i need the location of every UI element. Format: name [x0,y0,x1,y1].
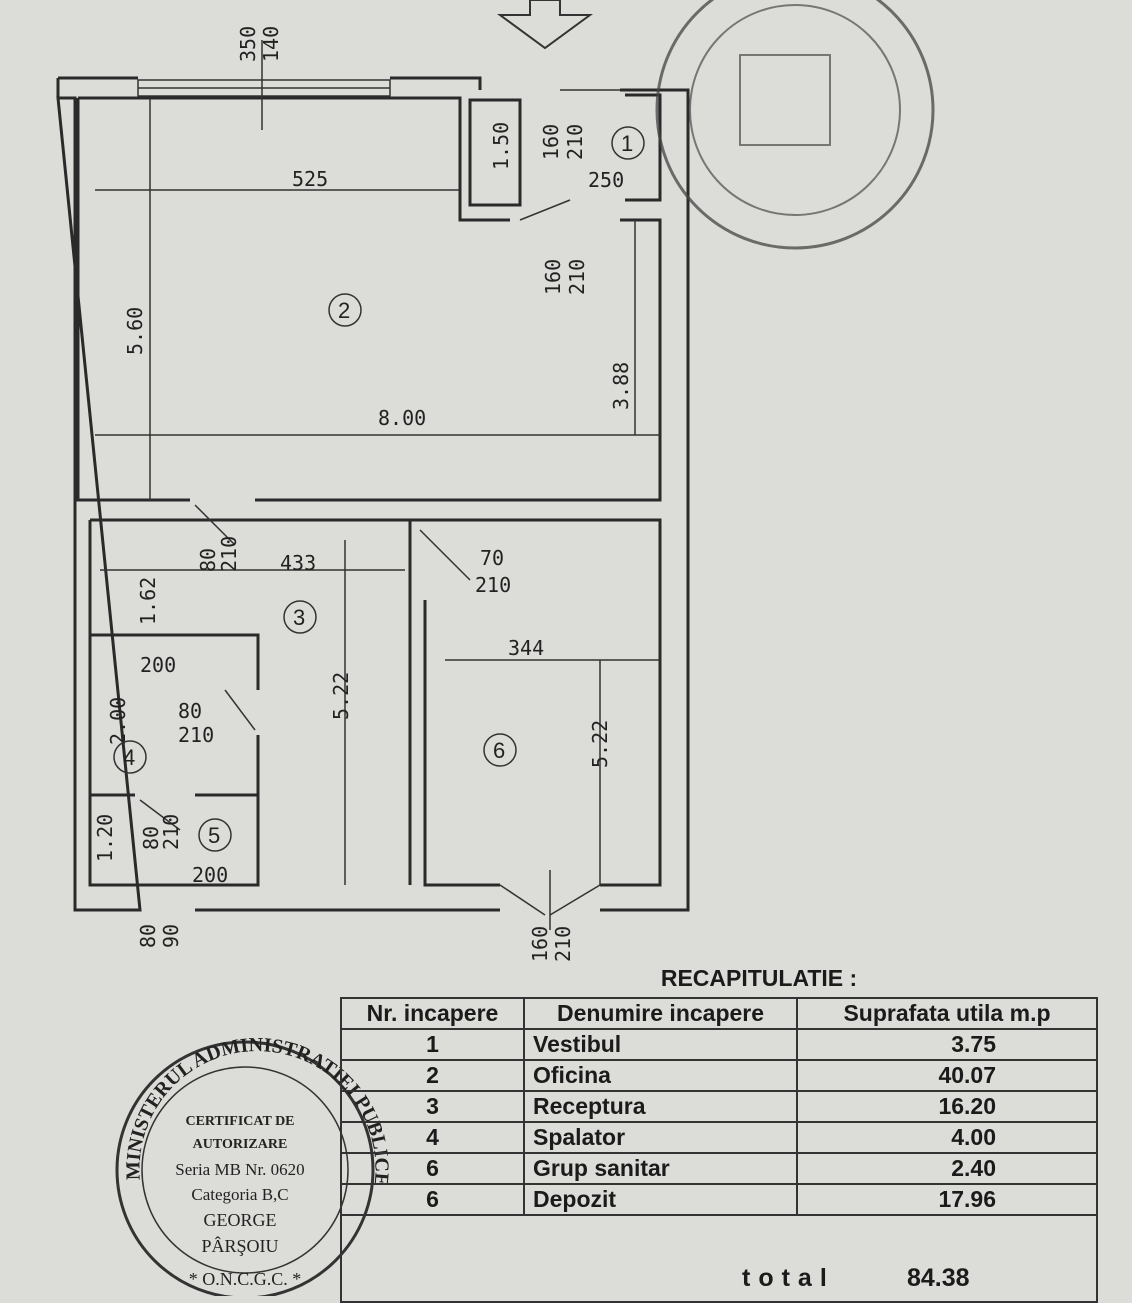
walls [56,40,690,930]
total-row: total 84.38 [340,1216,1098,1303]
row-name: Depozit [523,1183,798,1216]
room-number-3: 3 [293,605,305,630]
header-name: Denumire incapere [523,997,798,1030]
dim-door6-h: 210 [475,573,511,597]
total-label: total [742,1264,835,1292]
row-nr: 6 [340,1183,525,1216]
dim-door4-w: 80 [178,699,202,723]
dim-door3-w: 80 [196,548,220,572]
row-name: Grup sanitar [523,1152,798,1185]
dim-door4-h: 210 [178,723,214,747]
row-nr: 4 [340,1121,525,1154]
dim-room2-right: 3.88 [609,362,633,410]
dimension-labels: 350 140 525 1.50 160 210 250 160 210 5.6… [93,26,633,962]
row-area: 2.40 [796,1152,1098,1185]
room-markers: 1 2 3 4 5 6 [113,126,645,852]
room-number-4: 4 [123,745,135,770]
dim-window-bottom-w: 80 [136,924,160,948]
header-area: Suprafata utila m.p [796,997,1098,1030]
row-nr: 6 [340,1152,525,1185]
dim-room2-upper: 525 [292,167,328,191]
dim-room2-height: 5.60 [123,307,147,355]
dim-door1-bottom-h: 210 [565,259,589,295]
dim-room4-width: 200 [140,653,176,677]
row-area: 40.07 [796,1059,1098,1092]
stamp-line-2: AUTORIZARE [193,1137,288,1152]
dim-room1-width: 250 [588,168,624,192]
stamp-line-1: CERTIFICAT DE [185,1114,294,1129]
row-nr: 3 [340,1090,525,1123]
dim-entrance-w: 160 [528,926,552,962]
row-area: 4.00 [796,1121,1098,1154]
dim-door6-w: 70 [480,546,504,570]
dim-room3-height: 5.22 [329,672,353,720]
dim-window-top-h: 140 [259,26,283,62]
room-number-2: 2 [338,298,350,323]
row-nr: 1 [340,1028,525,1061]
dim-room5-width: 200 [192,863,228,887]
dim-door1-top-w: 160 [539,124,563,160]
dim-door1-bottom-w: 160 [541,259,565,295]
recap-table: Nr. incapere Denumire incapere Suprafata… [340,997,1098,1216]
row-nr: 2 [340,1059,525,1092]
dim-window-bottom-h: 90 [159,924,183,948]
room-number-5: 5 [208,823,220,848]
row-area: 17.96 [796,1183,1098,1216]
dim-entrance-h: 210 [551,926,575,962]
dim-room6-width: 344 [508,636,544,660]
room-number-6: 6 [493,738,505,763]
row-name: Vestibul [523,1028,798,1061]
row-area: 3.75 [796,1028,1098,1061]
recap-title: RECAPITULATIE : [660,965,858,991]
row-name: Oficina [523,1059,798,1092]
dim-room5-height: 1.20 [93,814,117,862]
total-value: 84.38 [907,1264,970,1292]
dim-room4-height: 2.00 [106,697,130,745]
row-area: 16.20 [796,1090,1098,1123]
row-name: Spalator [523,1121,798,1154]
dim-room2-width: 8.00 [378,406,426,430]
entrance-arrow-icon [496,0,594,50]
dim-window-top: 350 [236,26,260,62]
stamp-bottom-text: * O.N.C.G.C. * [189,1269,302,1289]
dim-door3-h: 210 [217,536,241,572]
dim-door5-h: 210 [159,814,183,850]
official-stamp-top [655,0,935,250]
recap-section: RECAPITULATIE : Nr. incapere Denumire in… [340,965,1098,1303]
stamp-line-3: Seria MB Nr. 0620 [175,1160,304,1179]
stamp-line-5: GEORGE [204,1210,277,1230]
row-name: Receptura [523,1090,798,1123]
dim-room6-height: 5.22 [588,720,612,768]
dim-room3-upper: 1.62 [136,577,160,625]
stamp-line-6: PÂRŞOIU [201,1235,278,1256]
dim-closet: 1.50 [489,122,513,170]
header-nr: Nr. incapere [340,997,525,1030]
stamp-line-4: Categoria B,C [191,1185,288,1204]
dim-room3-width: 433 [280,551,316,575]
dim-door5-w: 80 [139,826,163,850]
table-header: Nr. incapere Denumire incapere Suprafata… [340,997,1098,1030]
room-number-1: 1 [621,131,633,156]
dim-door1-top-h: 210 [563,124,587,160]
